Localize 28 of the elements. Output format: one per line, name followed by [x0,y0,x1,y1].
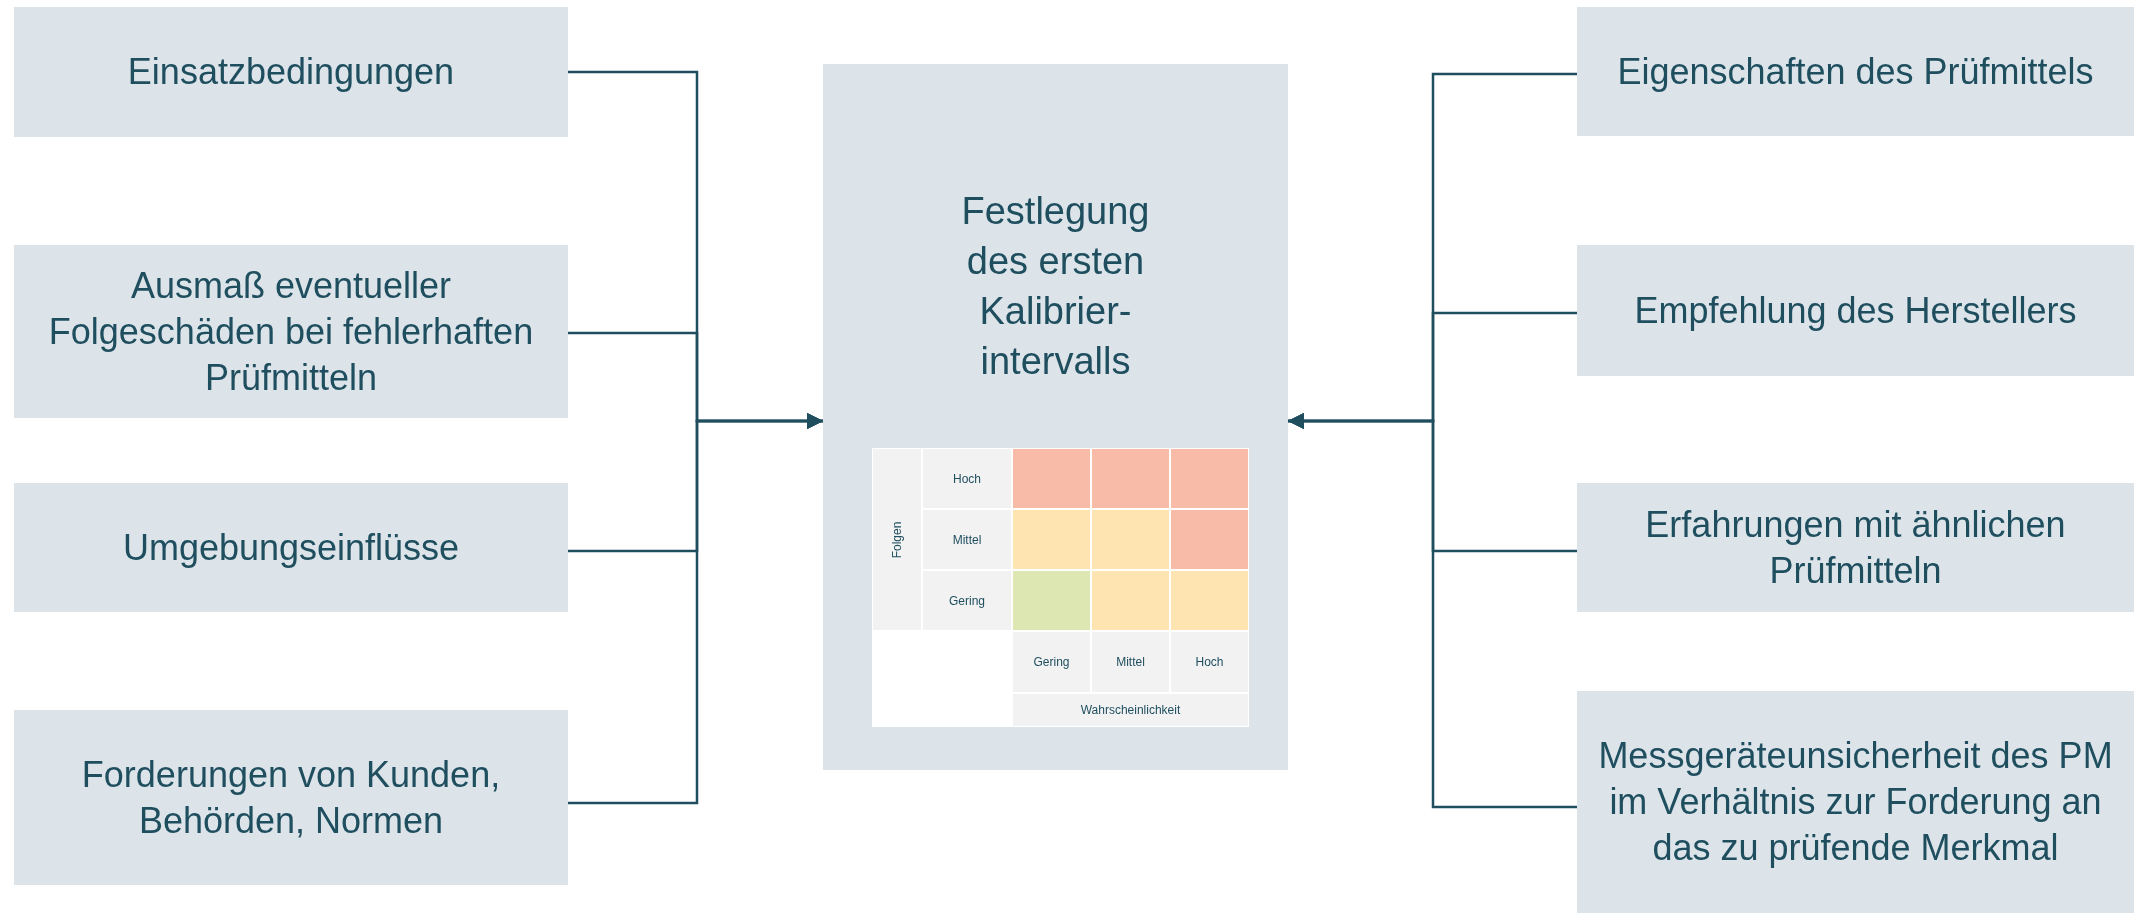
axis-label: Gering [1013,632,1090,692]
factor-box [1577,245,2134,376]
box-text: Messgeräteunsicherheit des PM im Verhältnis zur Forderung an das zu prüfende Merkmal [1597,734,2114,870]
factor-box [14,7,568,137]
axis-label: Mittel [1092,632,1169,692]
axis-label: Hoch [923,449,1011,508]
axis-label: Gering [923,571,1011,630]
connector-arrow [1288,413,1577,809]
result-box [823,64,1288,770]
axis-title: Folgen [873,449,921,630]
axis-label: Hoch [1171,632,1248,692]
box-text: Ausmaß eventueller Folgeschäden bei fehlerhaften Prüfmitteln [47,263,535,400]
box-text: Empfehlung des Herstellers [1634,288,2077,333]
box-text: Forderungen von Kunden, Behörden, Normen [80,752,502,843]
box-text: Einsatzbedingungen [127,50,455,94]
axis-label: Wahrscheinlichkeit [1013,694,1248,726]
factor-box [14,245,568,418]
box-text: Umgebungseinflüsse [122,525,460,570]
factor-box [14,710,568,885]
factor-box [14,483,568,612]
factor-box [1577,691,2134,913]
factor-box [1577,483,2134,612]
box-text: Erfahrungen mit ähnlichen Prüfmitteln [1644,502,2067,593]
connector-arrow [568,413,823,805]
box-text: Festlegung des ersten Kalibrier- intervalls [960,189,1151,384]
axis-label: Mittel [923,510,1011,569]
factor-box [1577,7,2134,136]
box-text: Eigenschaften des Prüfmittels [1617,49,2094,94]
